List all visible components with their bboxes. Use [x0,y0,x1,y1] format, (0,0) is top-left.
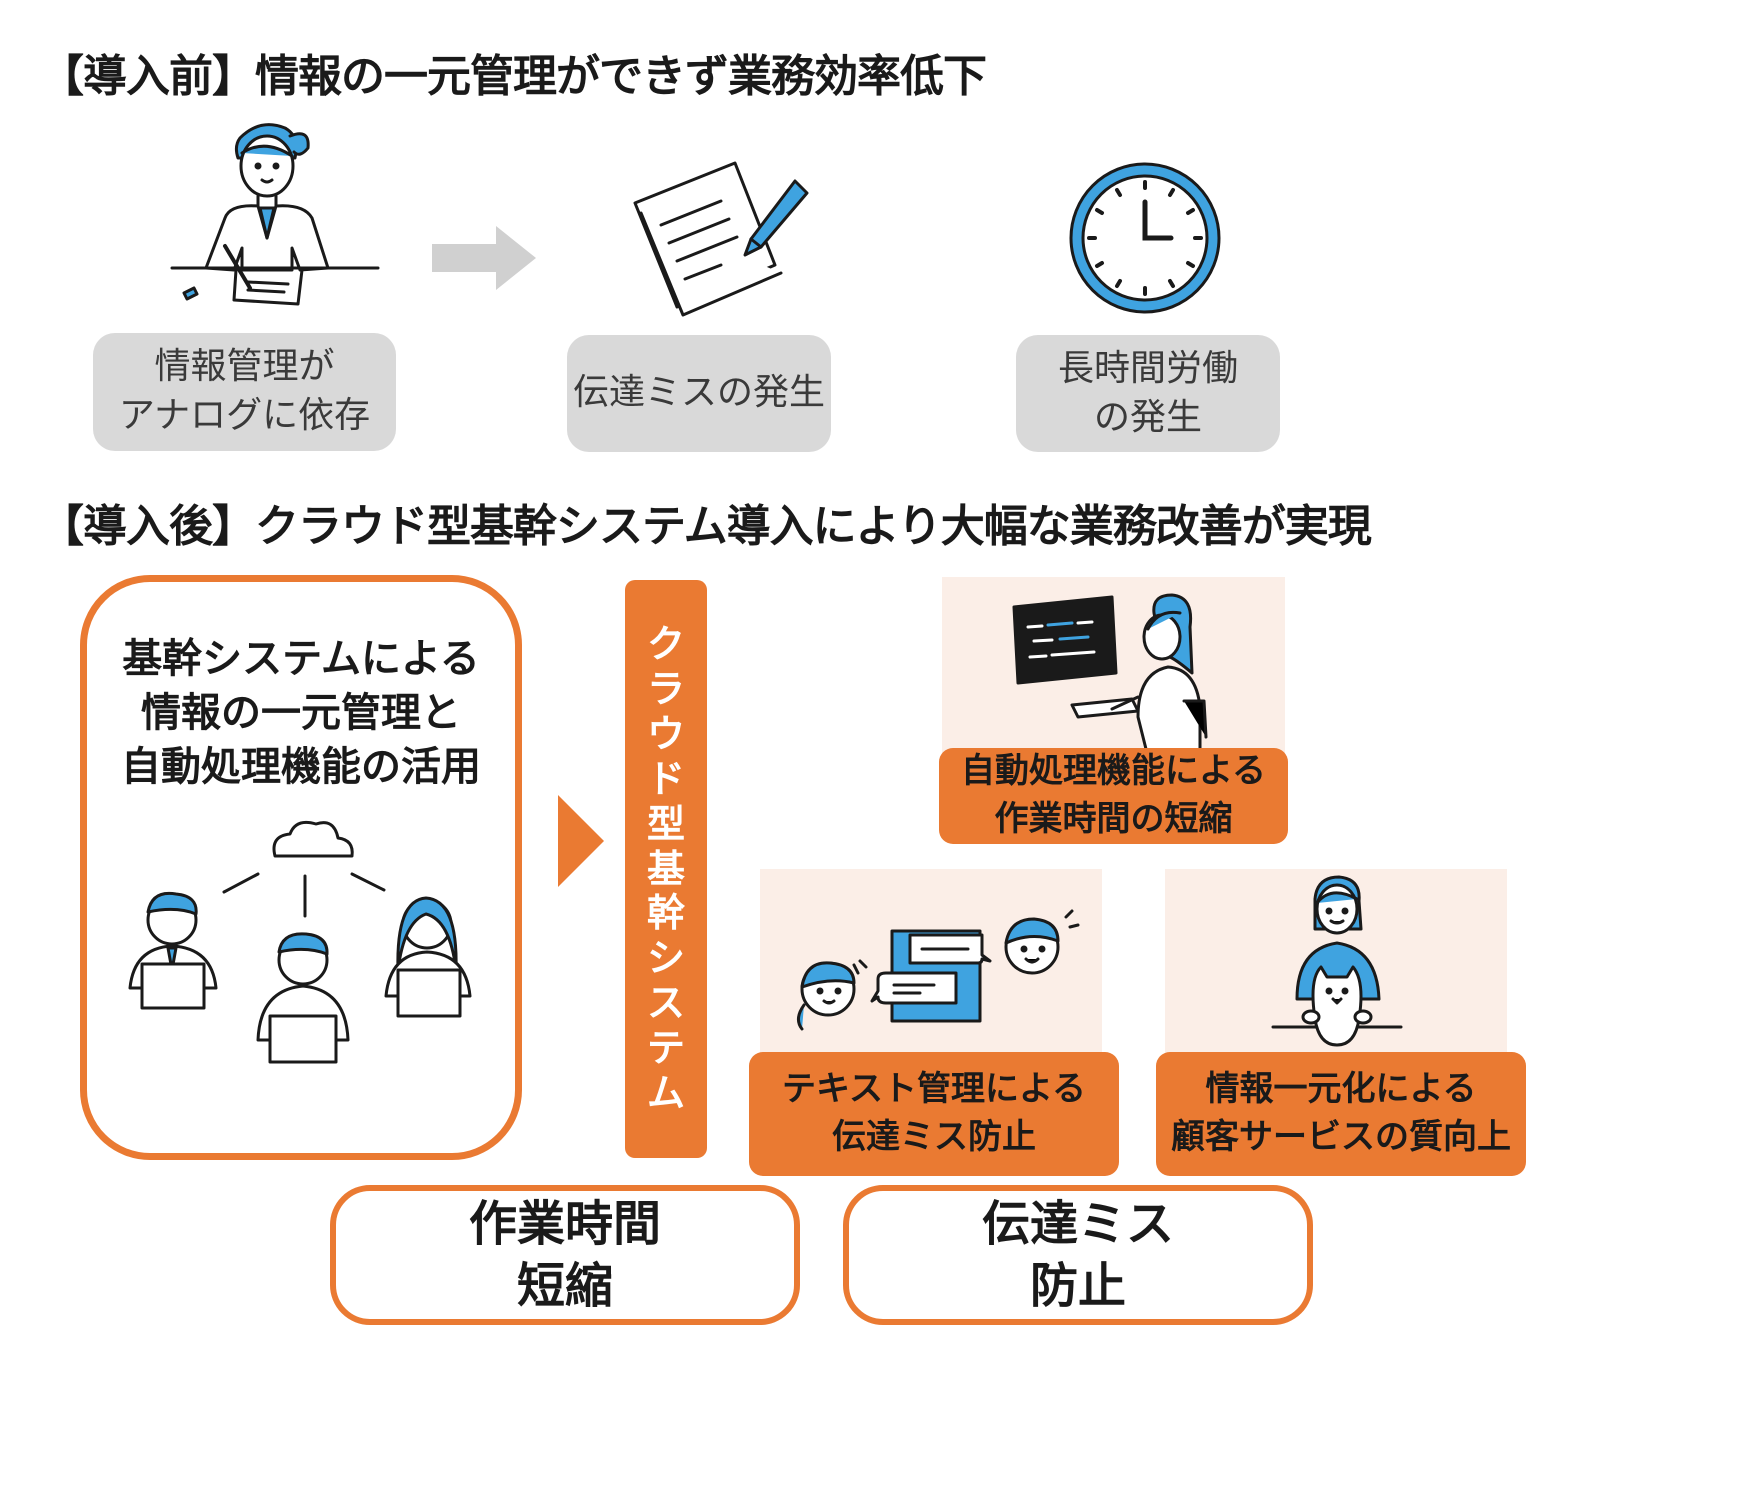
cloud-system-bar: クラウド型基幹システム [625,580,707,1158]
clock-icon [1069,162,1221,314]
main-concept-text: 基幹システムによる 情報の一元管理と 自動処理機能の活用 [121,636,481,790]
document-pen-icon [633,161,809,317]
benefit-automation-label: 自動処理機能による 作業時間の短縮 [939,748,1288,844]
woman-at-computer-icon [1012,593,1208,759]
benefit-panel-automation [942,577,1285,762]
result-error-prevention: 伝達ミス 防止 [843,1185,1313,1325]
arrow-right-icon [432,226,536,290]
benefit-customer-label: 情報一元化による 顧客サービスの質向上 [1156,1052,1526,1176]
benefit-panel-text [760,869,1102,1059]
team-network-icon [128,820,472,1064]
cloud-system-label: クラウド型基幹システム [646,622,685,1115]
before-heading: 【導入前】情報の一元管理ができず業務効率低下 [40,51,987,102]
woman-with-cat-icon [1271,875,1403,1047]
result-time-reduction: 作業時間 短縮 [330,1185,800,1325]
before-item-analog: 情報管理が アナログに依存 [93,333,396,451]
arrow-right-orange-icon [558,795,604,887]
before-item-long-hours: 長時間労働 の発生 [1016,335,1280,452]
benefit-text-label: テキスト管理による 伝達ミス防止 [749,1052,1119,1176]
after-heading: 【導入後】クラウド型基幹システム導入により大幅な業務改善が実現 [40,501,1372,552]
before-item-miscommunication: 伝達ミスの発生 [567,335,831,452]
woman-writing-icon [170,123,380,306]
chat-messages-icon [797,909,1080,1031]
benefit-panel-customer [1165,869,1507,1059]
